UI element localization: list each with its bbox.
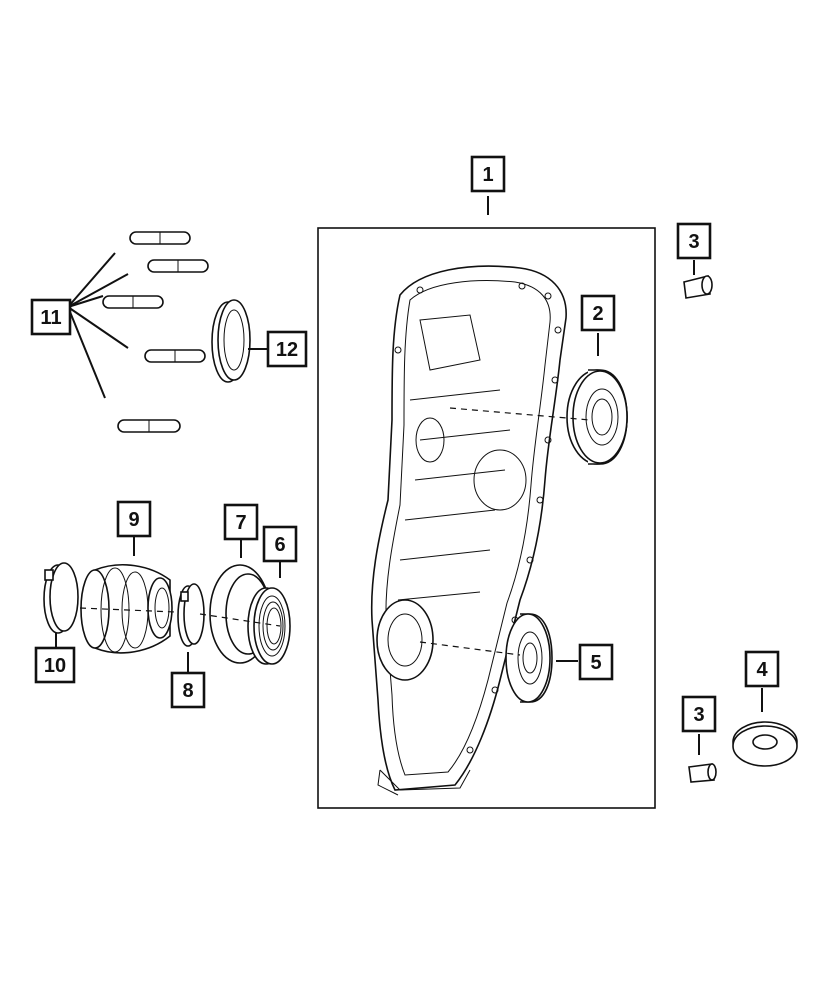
callout-8: 8 — [170, 671, 206, 709]
callout-3-lower-label: 3 — [693, 704, 704, 726]
callout-5: 5 — [578, 643, 614, 681]
dowel-pin — [129, 231, 191, 245]
boot-clamp-large — [43, 562, 79, 634]
callout-2-label: 2 — [592, 303, 603, 325]
callout-9-label: 9 — [128, 509, 139, 531]
callout-10: 10 — [34, 646, 76, 684]
callout-12-label: 12 — [276, 339, 298, 361]
callout-1-label: 1 — [482, 164, 493, 186]
callout-4-label: 4 — [756, 659, 768, 681]
oil-seal-lower — [247, 587, 291, 665]
dowel-pin — [147, 259, 209, 273]
callout-3-upper: 3 — [676, 222, 712, 260]
callout-5-label: 5 — [590, 652, 601, 674]
bushing-upper — [683, 275, 713, 299]
dowel-pin — [102, 295, 164, 309]
callout-8-label: 8 — [182, 680, 193, 702]
callout-3-lower: 3 — [681, 695, 717, 733]
dust-boot — [80, 564, 173, 654]
callout-2: 2 — [580, 294, 616, 332]
callout-7-label: 7 — [235, 512, 246, 534]
callout-6: 6 — [262, 525, 298, 563]
boot-clamp-small — [177, 583, 205, 647]
callout-7: 7 — [223, 503, 259, 541]
oil-seal-upper — [211, 299, 251, 383]
callout-4: 4 — [744, 650, 780, 688]
pin-leader-lines — [67, 252, 129, 399]
dowel-pin — [144, 349, 206, 363]
housing-group-frame — [317, 227, 656, 809]
bearing-upper — [566, 369, 628, 465]
bearing-lower — [505, 613, 553, 703]
callout-9: 9 — [116, 500, 152, 538]
callout-3-upper-label: 3 — [688, 231, 699, 253]
callout-6-label: 6 — [274, 534, 285, 556]
thrust-washer — [732, 721, 798, 767]
dowel-pin — [117, 419, 181, 433]
dowel-pins — [102, 231, 209, 433]
callout-12: 12 — [266, 330, 308, 368]
callout-11: 11 — [30, 298, 72, 336]
callout-1: 1 — [470, 155, 506, 193]
bushing-lower — [688, 763, 717, 783]
transfer-case-housing — [370, 265, 567, 796]
callout-10-label: 10 — [44, 655, 66, 677]
callout-11-label: 11 — [40, 307, 61, 329]
